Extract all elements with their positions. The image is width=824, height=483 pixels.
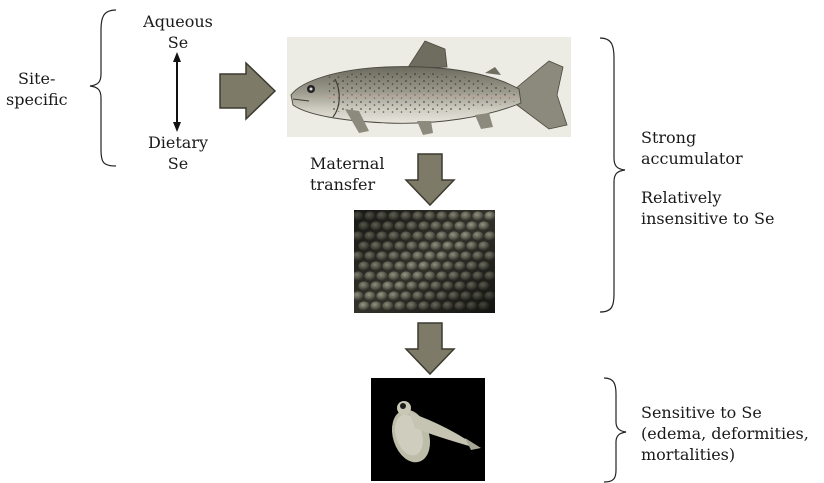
down-block-arrow-1 — [406, 154, 454, 205]
right-brace-small — [604, 378, 626, 482]
right-brace-large — [600, 38, 625, 312]
left-brace — [90, 10, 116, 166]
down-block-arrow-2 — [406, 323, 454, 374]
double-arrow-head-down — [173, 122, 181, 132]
double-arrow-head-up — [173, 52, 181, 62]
right-block-arrow — [220, 63, 275, 119]
